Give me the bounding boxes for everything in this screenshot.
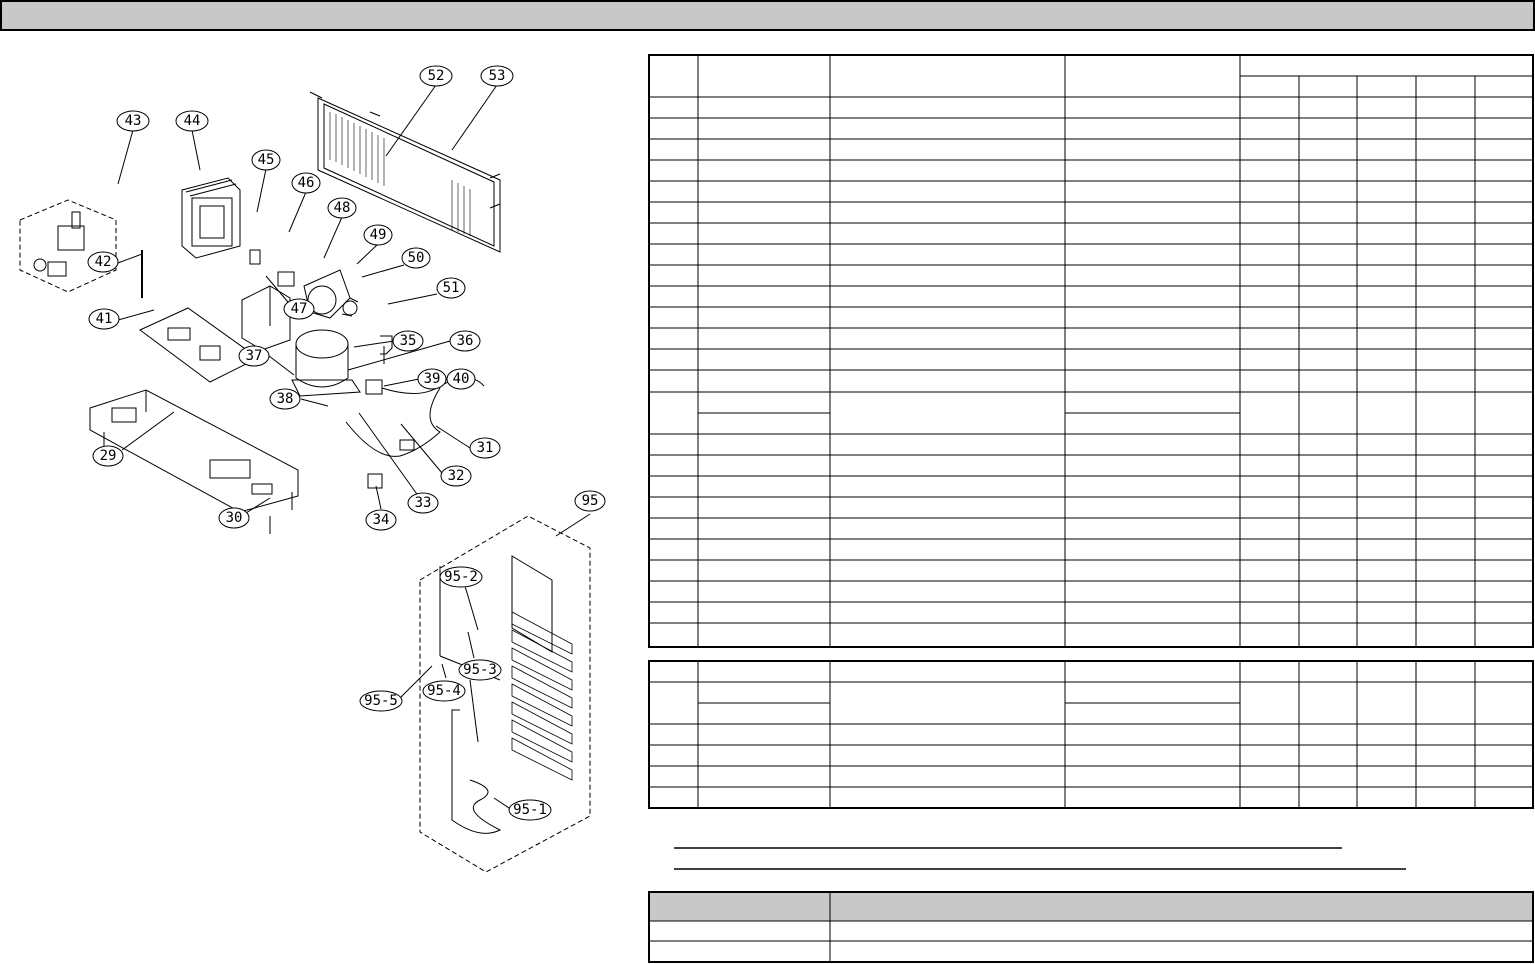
callout-38: 38 — [277, 391, 294, 407]
part-51-drawing — [380, 335, 393, 364]
callout-39-bubble — [417, 368, 447, 390]
callout-53: 53 — [489, 68, 506, 84]
callout-42-bubble — [87, 251, 119, 273]
callout-49-bubble — [363, 224, 393, 246]
callout-36: 36 — [457, 333, 474, 349]
callout-36-bubble — [449, 330, 481, 352]
callout-50: 50 — [408, 250, 425, 266]
callout-48: 48 — [334, 200, 351, 216]
callout-33-bubble — [407, 492, 439, 514]
callout-95-2-bubble — [439, 566, 483, 588]
callout-37-bubble — [238, 345, 270, 367]
callout-29: 29 — [100, 448, 117, 464]
callout-32-bubble — [440, 465, 472, 487]
legend-table — [648, 891, 1534, 963]
part-44-drawing — [181, 177, 241, 259]
callout-34-bubble — [365, 509, 397, 531]
callout-48-bubble — [327, 197, 357, 219]
callout-44: 44 — [184, 113, 201, 129]
callout-53-bubble — [480, 65, 514, 87]
callout-42: 42 — [95, 254, 112, 270]
back-panel-drawing — [309, 91, 501, 253]
callout-95-1-bubble — [508, 799, 552, 821]
callout-95-5: 95-5 — [364, 693, 398, 709]
callout-33: 33 — [415, 495, 432, 511]
callout-45: 45 — [258, 152, 275, 168]
part-35-drawing — [291, 329, 361, 397]
callout-44-bubble — [175, 110, 209, 132]
callout-95-bubble — [574, 490, 606, 512]
part-31-drawing — [345, 387, 441, 457]
header-bar — [0, 0, 1535, 31]
callout-35-bubble — [392, 330, 424, 352]
callout-38-bubble — [269, 388, 301, 410]
callout-46: 46 — [298, 175, 315, 191]
part-34-drawing — [367, 473, 383, 489]
callout-95-3-bubble — [458, 659, 502, 681]
callout-31: 31 — [477, 440, 494, 456]
part-49-drawing — [341, 297, 359, 317]
part-39-drawing — [365, 379, 383, 395]
callout-31-bubble — [469, 437, 501, 459]
part-95-drawing — [419, 515, 591, 873]
callout-51: 51 — [443, 280, 460, 296]
callout-95-4: 95-4 — [427, 683, 461, 699]
part-43-drawing — [19, 199, 117, 293]
callout-47: 47 — [291, 301, 308, 317]
callout-52-bubble — [419, 65, 453, 87]
callout-95-1: 95-1 — [513, 802, 547, 818]
callout-95-3: 95-3 — [463, 662, 497, 678]
callout-43: 43 — [125, 113, 142, 129]
callout-41: 41 — [96, 311, 113, 327]
callout-95: 95 — [582, 493, 599, 509]
callout-51-bubble — [436, 277, 466, 299]
callout-52: 52 — [428, 68, 445, 84]
part-32-drawing — [399, 439, 415, 451]
callout-45-bubble — [251, 149, 281, 171]
part-47-drawing — [241, 285, 291, 351]
part-46-drawing — [277, 271, 295, 287]
callout-95-4-bubble — [422, 680, 466, 702]
callout-39: 39 — [424, 371, 441, 387]
callout-34: 34 — [373, 512, 390, 528]
callout-30-bubble — [218, 507, 250, 529]
callout-37: 37 — [246, 348, 263, 364]
callout-29-bubble — [92, 445, 124, 467]
callout-30: 30 — [226, 510, 243, 526]
sub-table — [648, 660, 1534, 809]
callout-95-2: 95-2 — [444, 569, 478, 585]
callout-41-bubble — [88, 308, 120, 330]
callout-40: 40 — [453, 371, 470, 387]
callout-46-bubble — [291, 172, 321, 194]
callout-50-bubble — [401, 247, 431, 269]
parts-table — [648, 54, 1534, 648]
callout-40-bubble — [446, 368, 476, 390]
part-45-drawing — [249, 249, 261, 265]
callout-35: 35 — [400, 333, 417, 349]
callout-43-bubble — [116, 110, 150, 132]
callout-47-bubble — [283, 298, 315, 320]
callout-32: 32 — [448, 468, 465, 484]
exploded-parts-diagram: 43 44 45 46 48 49 50 51 52 53 42 41 47 3… — [19, 65, 606, 873]
callout-95-5-bubble — [359, 690, 403, 712]
callout-49: 49 — [370, 227, 387, 243]
